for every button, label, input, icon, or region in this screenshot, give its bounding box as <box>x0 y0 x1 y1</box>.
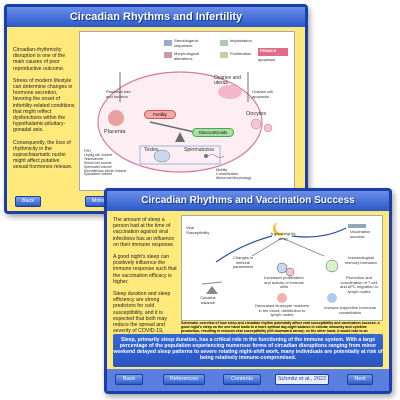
balance-beam <box>201 281 223 285</box>
immune-cell-icon <box>285 267 295 277</box>
steroidogenic-label: Steroidogenic responses <box>174 38 199 48</box>
placental-size-label: Placental size and function <box>106 89 131 99</box>
branch-line <box>251 237 283 257</box>
oocytes-label: Oocytes <box>246 111 267 117</box>
placenta-icon <box>108 110 124 126</box>
female-badge <box>258 48 288 56</box>
cell-icon <box>164 52 172 58</box>
cell-icon <box>220 40 228 46</box>
branch-line <box>281 237 325 257</box>
male-parameters-list: FSH Leydig cell Volume Testosterone Sert… <box>84 149 127 177</box>
back-button[interactable]: Back <box>115 374 143 385</box>
glucocorticoids-pill: Glucocorticoids <box>192 128 234 137</box>
promotion-label: Promotion and coordination of T cell and… <box>340 275 378 294</box>
cytokine-balance-label: Cytokine balance <box>200 295 216 305</box>
infertility-figure: FEMALE Steroidogenic responses Morpholog… <box>79 31 295 191</box>
female-label: FEMALE <box>260 48 277 53</box>
sperm-icon <box>204 154 208 158</box>
contents-button[interactable]: Contents <box>223 374 261 385</box>
citation-label: Schmitz et al., 2022 <box>275 374 329 385</box>
organs-oval <box>97 71 263 173</box>
slide-text: The amount of sleep a person had at the … <box>113 217 177 353</box>
viral-susceptibility-label: Viral Susceptibility <box>186 225 210 235</box>
sperm-parameters-list: Motility Concentration Abnormal Morpholo… <box>216 168 252 181</box>
immunological-memory-label: Immunological memory formation <box>344 255 378 265</box>
vaccination-figure: Viral Susceptibility A good night's slee… <box>181 215 383 321</box>
proliferation-label: Increased proliferation and activity of … <box>264 275 304 289</box>
testes-icon <box>153 149 171 163</box>
oocyte-icon <box>263 123 273 133</box>
ovaries-label: Ovaries and uterus <box>214 75 241 86</box>
arrow-up-right <box>291 227 347 238</box>
morphological-label: Morphological alterations <box>174 51 199 61</box>
sperm-tail <box>207 154 225 158</box>
ovarian-cell-label: Ovarian cell apoptosis <box>252 89 274 99</box>
vaccination-success-label: Vaccination success <box>350 229 371 239</box>
paragraph: The amount of sleep a person had at the … <box>113 217 175 248</box>
vaccination-diagram <box>201 222 366 303</box>
syringe-icon <box>348 224 366 228</box>
arrow-down-left <box>215 235 273 263</box>
summary-box: Sleep, primarily sleep duration, has a c… <box>113 334 383 367</box>
slide-title: Circadian Rhythms and Infertility <box>7 7 305 27</box>
ovaries-icon <box>218 85 242 99</box>
back-button[interactable]: Back <box>15 196 41 207</box>
placenta-label: Placenta <box>104 129 126 135</box>
paragraph: A good night's sleep can positively infl… <box>113 254 177 285</box>
oocyte-icon <box>250 118 262 130</box>
infertility-diagram <box>97 40 288 173</box>
male-region <box>139 145 221 165</box>
good-sleep-label: A good night's sleep <box>270 231 296 241</box>
balance-icon <box>206 286 218 294</box>
slide-title: Circadian Rhythms and Vaccination Succes… <box>107 191 389 211</box>
leukocyte-label: Decreased leukocyte numbers in the blood… <box>254 303 310 317</box>
cell-icon <box>164 40 172 46</box>
lymph-node-icon <box>327 293 337 303</box>
spermatozoa-label: Spermatozoa <box>184 147 214 153</box>
slide-circadian-vaccination: Circadian Rhythms and Vaccination Succes… <box>104 188 392 394</box>
apoptosis-label: apoptosis <box>258 57 276 62</box>
hormonal-label: Immune supportive hormonal constellation <box>324 305 376 315</box>
next-button[interactable]: Next <box>347 374 373 385</box>
balance-fulcrum <box>175 132 185 142</box>
references-button[interactable]: References <box>163 374 205 385</box>
moon-icon <box>272 222 286 236</box>
paragraph: Stress of modern lifestyle can determine… <box>13 77 75 134</box>
slide-text: Circadian-rhythmicity disruption is one … <box>13 47 75 177</box>
proliferation-label: Proliferation <box>230 51 252 56</box>
cell-icon <box>220 52 228 58</box>
immune-parameters-label: Changes in immune parameters <box>232 255 254 269</box>
fertility-pill: Fertility <box>144 110 176 119</box>
implantation-label: Implantation <box>230 38 252 43</box>
immune-cell-icon <box>276 262 288 274</box>
testes-label: Testes <box>144 147 159 153</box>
memory-cell-icon <box>325 259 339 273</box>
paragraph: Consequently, the loss of rhythmicity in… <box>13 139 73 171</box>
paragraph: Circadian-rhythmicity disruption is one … <box>13 47 66 72</box>
slide-circadian-infertility: Circadian Rhythms and Infertility Circad… <box>4 4 308 214</box>
blood-cell-icon <box>277 293 287 303</box>
